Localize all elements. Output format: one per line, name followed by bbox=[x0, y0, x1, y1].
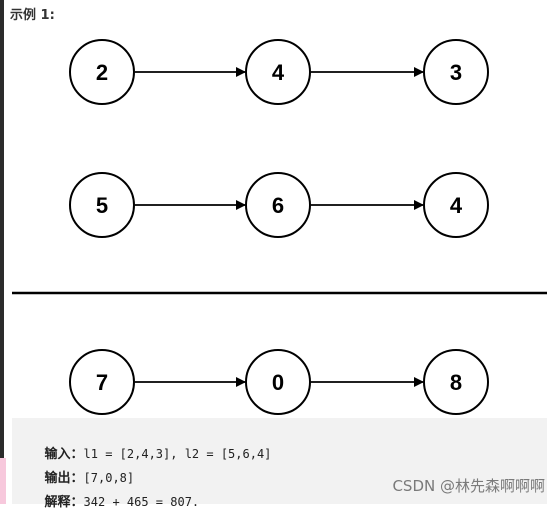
list-node-value: 4 bbox=[450, 193, 463, 218]
input-line: 输入：l1 = [2,4,3], l2 = [5,6,4] bbox=[28, 428, 272, 477]
decorative-mark bbox=[0, 458, 6, 504]
list-node-circle bbox=[423, 172, 489, 238]
example-title: 示例 1: bbox=[10, 8, 55, 23]
list-node-value: 6 bbox=[272, 193, 284, 218]
explanation-line: 解释：342 + 465 = 807. bbox=[28, 476, 200, 525]
input-label: 输入： bbox=[44, 447, 84, 462]
list-node-value: 0 bbox=[272, 370, 284, 395]
list-node-circle bbox=[69, 172, 135, 238]
watermark: CSDN @林先森啊啊啊 bbox=[392, 477, 545, 495]
example-code-box: 输入：l1 = [2,4,3], l2 = [5,6,4] 输出：[7,0,8]… bbox=[12, 418, 547, 510]
output-label: 输出： bbox=[44, 471, 84, 486]
list-node-circle bbox=[423, 39, 489, 105]
output-line: 输出：[7,0,8] bbox=[28, 452, 135, 501]
list-node-circle bbox=[245, 349, 311, 415]
list-node-circle bbox=[69, 39, 135, 105]
list-row-1: 2 4 3 bbox=[69, 39, 489, 105]
list-node-circle bbox=[245, 172, 311, 238]
list-node-circle bbox=[423, 349, 489, 415]
list-node-value: 3 bbox=[450, 60, 462, 85]
explanation-label: 解释： bbox=[44, 495, 84, 510]
list-node-circle bbox=[245, 39, 311, 105]
list-node-value: 4 bbox=[272, 60, 285, 85]
list-row-2: 5 6 4 bbox=[69, 172, 489, 238]
list-node-value: 2 bbox=[96, 60, 108, 85]
list-node-value: 8 bbox=[450, 370, 462, 395]
list-row-3: 7 0 8 bbox=[69, 349, 489, 415]
list-node-value: 5 bbox=[96, 193, 108, 218]
output-value: [7,0,8] bbox=[83, 471, 135, 485]
linked-list-diagram: 2 4 3 5 6 4 7 0 8 bbox=[12, 39, 547, 415]
input-value: l1 = [2,4,3], l2 = [5,6,4] bbox=[83, 447, 272, 461]
left-edge-bar bbox=[0, 0, 4, 504]
explanation-value: 342 + 465 = 807. bbox=[83, 495, 200, 509]
list-node-value: 7 bbox=[96, 370, 108, 395]
list-node-circle bbox=[69, 349, 135, 415]
